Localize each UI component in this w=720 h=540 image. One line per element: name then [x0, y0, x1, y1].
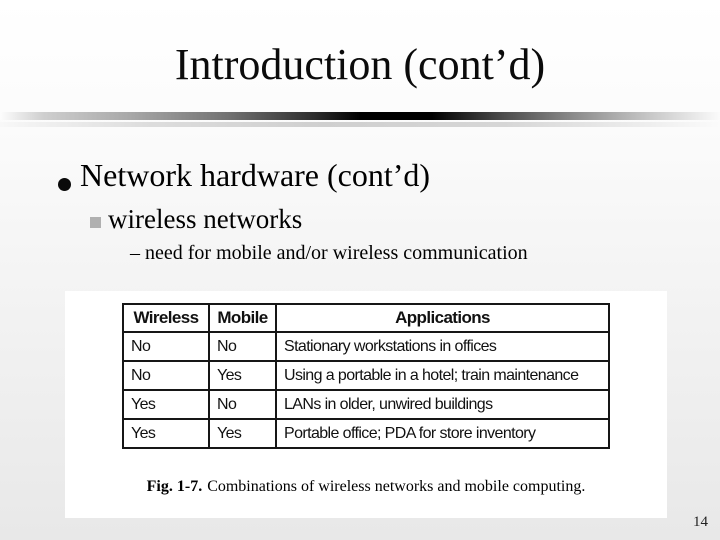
figure-caption-label: Fig. 1-7.	[146, 478, 203, 495]
page-title: Introduction (cont’d)	[174, 40, 546, 89]
table-cell: Yes	[208, 360, 277, 391]
table-cell: No	[122, 360, 210, 391]
figure-caption-text: Combinations of wireless networks and mo…	[207, 478, 586, 495]
bullet-level2-label: wireless networks	[108, 204, 303, 234]
table-header-wireless: Wireless	[122, 303, 210, 333]
bullet-level3-label: – need for mobile and/or wireless commun…	[130, 242, 528, 264]
table-header-row: Wireless Mobile Applications	[122, 303, 610, 333]
figure-image: Wireless Mobile Applications No No Stati…	[65, 291, 667, 518]
table-header-mobile: Mobile	[208, 303, 277, 333]
table-cell: Yes	[208, 418, 277, 449]
table-cell: Stationary workstations in offices	[275, 331, 610, 362]
table-cell: Using a portable in a hotel; train maint…	[275, 360, 610, 391]
table-row: No No Stationary workstations in offices	[122, 331, 610, 362]
bullet-square-icon	[90, 217, 101, 228]
table-row: Yes Yes Portable office; PDA for store i…	[122, 418, 610, 449]
table-cell: Portable office; PDA for store inventory	[275, 418, 610, 449]
figure-caption: Fig. 1-7.Combinations of wireless networ…	[65, 478, 667, 496]
table-row: No Yes Using a portable in a hotel; trai…	[122, 360, 610, 391]
title-divider-dark	[0, 112, 720, 120]
table-cell: Yes	[122, 418, 210, 449]
table-cell: Yes	[122, 389, 210, 420]
table-cell: LANs in older, unwired buildings	[275, 389, 610, 420]
table-row: Yes No LANs in older, unwired buildings	[122, 389, 610, 420]
table-header-applications: Applications	[275, 303, 610, 333]
page-number: 14	[693, 514, 708, 530]
title-divider-light	[0, 122, 720, 127]
table-cell: No	[208, 331, 277, 362]
table-cell: No	[208, 389, 277, 420]
bullet-level1-label: Network hardware (cont’d)	[80, 157, 431, 193]
table-cell: No	[122, 331, 210, 362]
bullet-circle-icon	[58, 178, 71, 191]
wireless-mobile-table: Wireless Mobile Applications No No Stati…	[122, 303, 610, 449]
